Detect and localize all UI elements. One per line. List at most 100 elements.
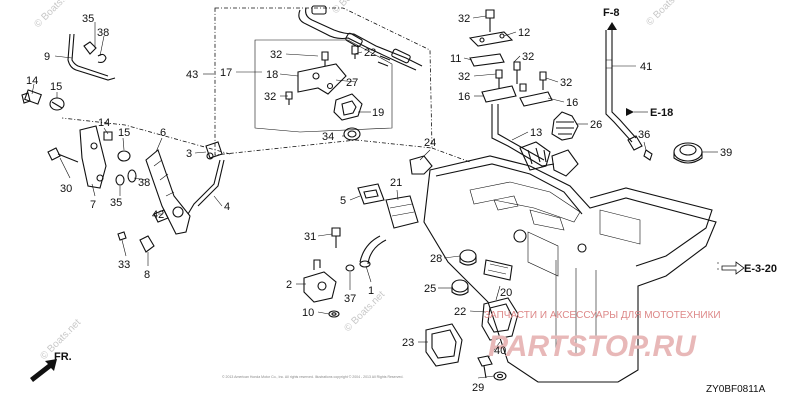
part-32-bolt-top bbox=[485, 9, 495, 32]
callout-26: 26 bbox=[590, 119, 602, 131]
part-41-tube bbox=[605, 30, 643, 151]
callout-24: 24 bbox=[424, 137, 436, 149]
part-23-gasket bbox=[425, 323, 463, 367]
callout-38-upper: 38 bbox=[97, 27, 109, 39]
part-9-rod bbox=[67, 33, 116, 81]
callout-15-upper: 15 bbox=[50, 81, 62, 93]
front-arrow: FR. bbox=[30, 351, 72, 382]
brand-logo: PARTSTOP.RU bbox=[488, 330, 697, 363]
callout-numbers: 35 38 9 14 15 43 17 32 18 32 22 27 19 34… bbox=[26, 13, 732, 394]
kit-leader-left bbox=[61, 117, 231, 155]
part-1-hose bbox=[359, 235, 387, 268]
callout-8: 8 bbox=[144, 269, 150, 281]
part-14-15-bolt-lower bbox=[103, 131, 131, 162]
part-35-38-42-small bbox=[115, 169, 169, 223]
part-2-pump bbox=[303, 259, 337, 303]
callout-37: 37 bbox=[344, 293, 356, 305]
callout-32-e: 32 bbox=[458, 71, 470, 83]
part-11-plate bbox=[469, 53, 505, 67]
part-33-8-clip bbox=[117, 231, 155, 253]
part-16-brackets bbox=[481, 61, 553, 107]
part-12-plate bbox=[468, 31, 514, 47]
ref-e18: E-18 bbox=[626, 107, 673, 119]
part-24-cap bbox=[409, 155, 433, 175]
part-28-plug bbox=[459, 249, 477, 266]
callout-22-lower: 22 bbox=[454, 306, 466, 318]
callout-13: 13 bbox=[530, 127, 542, 139]
callout-23: 23 bbox=[402, 337, 414, 349]
part-32-screws-kit bbox=[285, 45, 359, 105]
main-case bbox=[423, 155, 717, 383]
callout-30: 30 bbox=[60, 183, 72, 195]
part-26-boot bbox=[551, 111, 579, 141]
kit-leader-right bbox=[431, 147, 471, 163]
callout-36: 36 bbox=[638, 129, 650, 141]
ref-f8: F-8 bbox=[603, 7, 620, 30]
callout-35-upper: 35 bbox=[82, 13, 94, 25]
part-30-bolt bbox=[47, 147, 79, 163]
diagram-code: ZY0BF0811A bbox=[706, 384, 766, 395]
callout-16-left: 16 bbox=[458, 91, 470, 103]
callout-4: 4 bbox=[224, 201, 230, 213]
callout-18: 18 bbox=[266, 69, 278, 81]
copyright-line: © 2013 American Honda Motor Co., Inc. Al… bbox=[222, 375, 403, 379]
part-35-38-clip bbox=[83, 41, 107, 64]
callout-20: 20 bbox=[500, 287, 512, 299]
callout-11: 11 bbox=[450, 53, 461, 65]
ref-e320: E-3-20 bbox=[717, 261, 777, 275]
part-lower-grommet bbox=[483, 259, 513, 281]
callout-19: 19 bbox=[372, 107, 384, 119]
part-19-grommet bbox=[333, 93, 363, 121]
brand-tagline: ЗАПЧАСТИ И АКСЕССУАРЫ ДЛЯ МОТОТЕХНИКИ bbox=[484, 310, 721, 321]
callout-10: 10 bbox=[302, 307, 314, 319]
part-18-bracket bbox=[297, 63, 347, 95]
callout-31: 31 bbox=[304, 231, 316, 243]
callout-6: 6 bbox=[160, 127, 166, 139]
ref-e320-label: E-3-20 bbox=[744, 263, 777, 275]
callout-32-d: 32 bbox=[522, 51, 534, 63]
callout-17: 17 bbox=[220, 67, 232, 79]
callout-21: 21 bbox=[390, 177, 402, 189]
brand-overlay: ЗАПЧАСТИ И АКСЕССУАРЫ ДЛЯ МОТОТЕХНИКИ PA… bbox=[484, 310, 721, 363]
watermark-top-left: © Boats.net bbox=[32, 0, 77, 30]
callout-14-lower: 14 bbox=[98, 117, 110, 129]
part-21-filter bbox=[385, 195, 419, 229]
part-6-lever bbox=[145, 149, 191, 235]
callout-27: 27 bbox=[346, 77, 358, 89]
watermark-top-mid: © Boats.net bbox=[330, 0, 375, 16]
callout-34: 34 bbox=[322, 131, 334, 143]
callout-9: 9 bbox=[44, 51, 50, 63]
ref-f8-label: F-8 bbox=[603, 7, 620, 19]
callout-1: 1 bbox=[368, 285, 374, 297]
part-4-rod bbox=[187, 159, 225, 215]
part-13-shift-shaft bbox=[491, 104, 579, 177]
part-7-bracket bbox=[79, 125, 107, 189]
callout-35-lower: 35 bbox=[110, 197, 122, 209]
callout-29: 29 bbox=[472, 382, 484, 394]
callout-38-lower: 38 bbox=[138, 177, 150, 189]
callout-5: 5 bbox=[340, 195, 346, 207]
watermark-group: © Boats.net © Boats.net © Boats.net © Bo… bbox=[32, 0, 689, 362]
leader-lines bbox=[31, 15, 718, 379]
callout-15-lower: 15 bbox=[118, 127, 130, 139]
part-22-gasket bbox=[481, 297, 519, 341]
kit-17-box bbox=[214, 7, 433, 156]
callout-33: 33 bbox=[118, 259, 130, 271]
callout-43: 43 bbox=[186, 69, 198, 81]
kit-22-box bbox=[254, 39, 393, 133]
callout-32-b: 32 bbox=[264, 91, 276, 103]
part-5-bracket bbox=[357, 183, 385, 205]
part-34-ring bbox=[343, 127, 361, 141]
callout-41: 41 bbox=[640, 61, 652, 73]
callout-40: 40 bbox=[494, 345, 506, 357]
part-39-grommet bbox=[673, 142, 703, 164]
part-25-plug bbox=[451, 279, 469, 296]
callout-42: 42 bbox=[152, 209, 164, 221]
front-label: FR. bbox=[54, 351, 72, 363]
callout-16-right: 16 bbox=[566, 97, 578, 109]
callout-28: 28 bbox=[430, 253, 442, 265]
callout-14-upper: 14 bbox=[26, 75, 38, 87]
callout-22-upper: 22 bbox=[364, 47, 376, 59]
